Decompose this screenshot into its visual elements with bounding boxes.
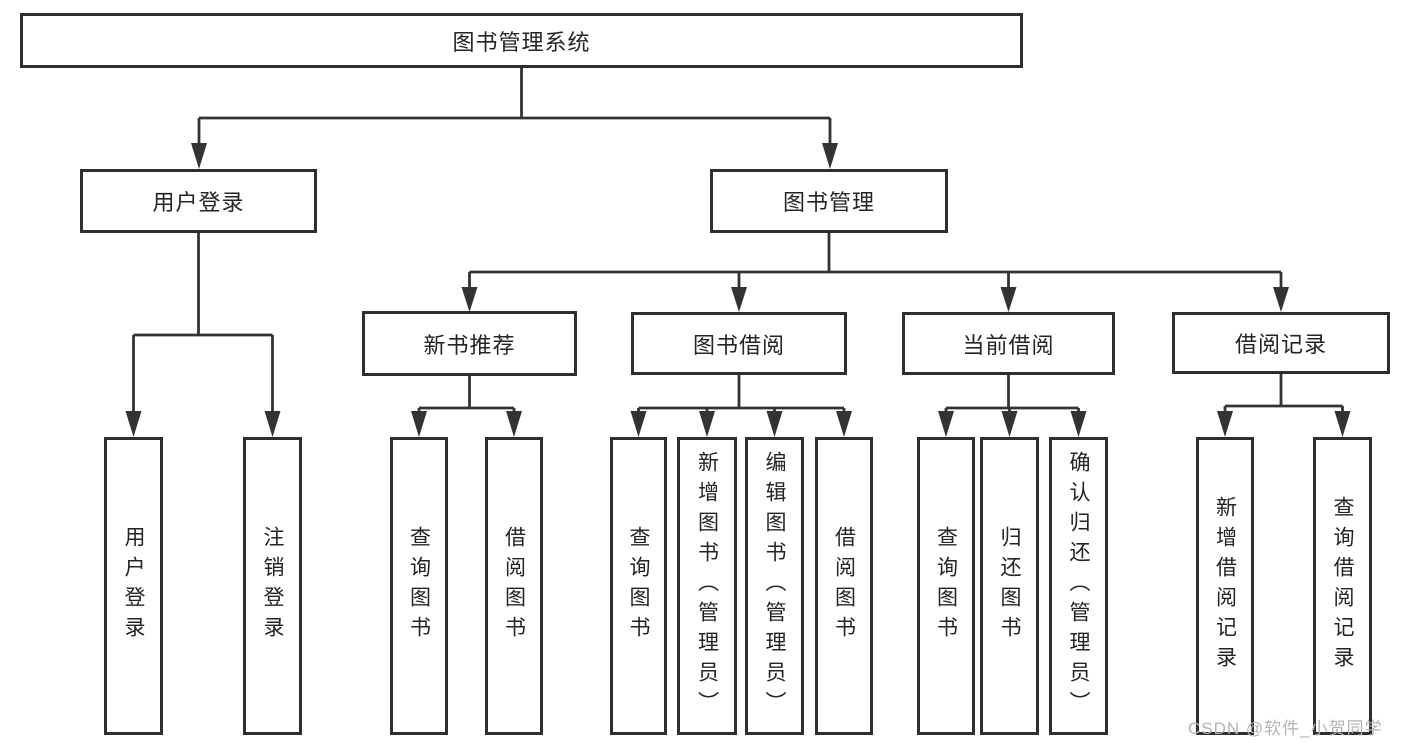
node-label: 查询图书 — [627, 526, 650, 646]
leaf-return-book: 归还图书 — [980, 437, 1039, 735]
node-label: 新书推荐 — [423, 332, 516, 358]
csdn-watermark: CSDN @软件_小贺同学 — [1188, 719, 1383, 738]
leaf-borrow-books-1: 借阅图书 — [485, 437, 543, 735]
node-label: 当前借阅 — [962, 332, 1055, 358]
arrowhead-leaf-query-book-3 — [938, 411, 954, 437]
node-label: 查询图书 — [407, 526, 431, 646]
leaf-search-borrow-record: 查询借阅记录 — [1313, 437, 1372, 735]
node-book-borrowing: 图书借阅 — [631, 312, 847, 375]
node-label: 注销登录 — [261, 526, 284, 646]
leaf-search-books-3: 查询图书 — [917, 437, 975, 735]
leaf-add-borrow-record: 新增借阅记录 — [1196, 437, 1254, 735]
arrowhead-leaf-query-book-1 — [411, 411, 427, 437]
node-label: 新增图书（管理员） — [695, 451, 719, 721]
leaf-search-books-1: 查询图书 — [390, 437, 448, 735]
arrowhead-leaf-user-login — [125, 411, 142, 437]
node-book-management: 图书管理 — [710, 169, 948, 233]
leaf-add-book-admin: 新增图书（管理员） — [677, 437, 737, 735]
arrowhead-leaf-add-record — [1217, 411, 1233, 437]
node-library-management-system: 图书管理系统 — [20, 13, 1023, 68]
arrowhead-leaf-query-record — [1334, 411, 1351, 437]
edge-new-book-rec-split — [417, 376, 516, 414]
arrowhead-user-login — [191, 143, 207, 169]
edge-current-borrow-split — [944, 375, 1080, 414]
node-label: 图书管理系统 — [452, 29, 591, 55]
node-label: 借阅图书 — [832, 526, 856, 646]
leaf-user-login: 用户登录 — [104, 437, 163, 735]
edge-user-login-split — [132, 233, 274, 413]
arrowhead-leaf-query-book-2 — [630, 411, 647, 437]
arrowhead-leaf-add-book — [699, 411, 715, 437]
arrowhead-leaf-confirm-return — [1070, 411, 1087, 437]
leaf-edit-book-admin: 编辑图书（管理员） — [745, 437, 804, 735]
node-label: 用户登录 — [122, 526, 145, 646]
arrowhead-leaf-logout — [264, 411, 281, 437]
node-label: 图书管理 — [782, 190, 875, 215]
edge-root-split — [197, 68, 832, 145]
arrowhead-leaf-edit-book — [766, 411, 783, 437]
node-label: 新增借阅记录 — [1213, 496, 1237, 676]
node-user-login: 用户登录 — [80, 169, 317, 233]
node-borrow-records: 借阅记录 — [1172, 312, 1390, 374]
arrowhead-borrow-records — [1273, 287, 1289, 312]
node-label: 借阅图书 — [502, 526, 526, 646]
arrowhead-leaf-borrow-book-2 — [836, 411, 852, 437]
leaf-confirm-return-admin: 确认归还（管理员） — [1049, 437, 1108, 735]
node-label: 借阅记录 — [1234, 332, 1327, 357]
edge-book-borrow-split — [637, 375, 846, 414]
leaf-logout: 注销登录 — [243, 437, 302, 735]
arrowhead-leaf-borrow-book-1 — [506, 411, 522, 437]
arrowhead-book-mgmt — [822, 143, 838, 169]
node-label: 图书借阅 — [692, 332, 785, 358]
edge-book-mgmt-split — [468, 233, 1283, 289]
node-label: 查询借阅记录 — [1331, 496, 1354, 676]
arrowhead-leaf-return-book — [1001, 411, 1018, 437]
arrowhead-book-borrow — [731, 287, 747, 312]
node-new-book-recommend: 新书推荐 — [362, 311, 577, 376]
node-label: 查询图书 — [934, 526, 958, 646]
arrowhead-current-borrow — [1000, 287, 1017, 312]
arrowhead-new-book-rec — [461, 287, 478, 312]
node-label: 用户登录 — [152, 190, 245, 215]
edge-borrow-records-split — [1223, 374, 1344, 414]
node-label: 编辑图书（管理员） — [763, 451, 786, 721]
leaf-borrow-books-2: 借阅图书 — [815, 437, 873, 735]
node-label: 归还图书 — [998, 526, 1021, 646]
leaf-search-books-2: 查询图书 — [610, 437, 667, 735]
node-label: 确认归还（管理员） — [1067, 451, 1090, 721]
node-current-borrowing: 当前借阅 — [902, 312, 1115, 375]
